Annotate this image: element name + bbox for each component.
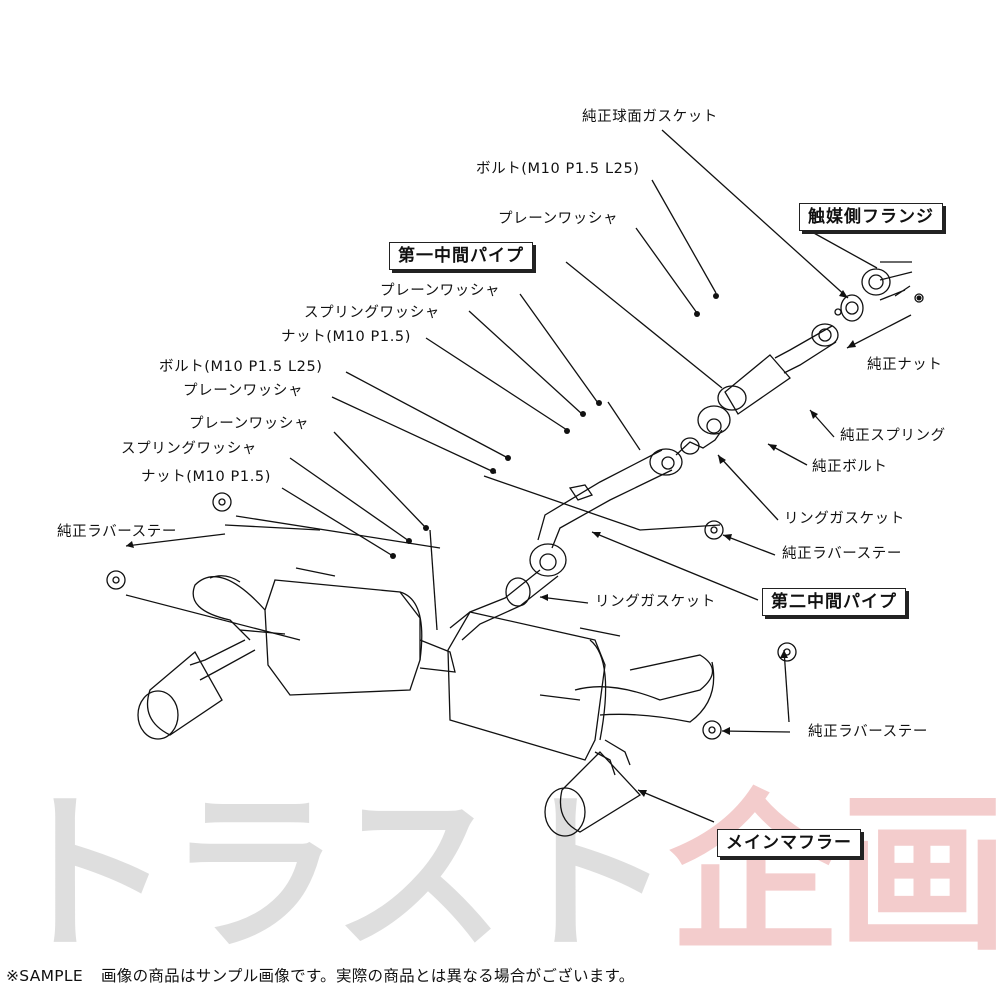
label-genuine-ball-gasket: 純正球面ガスケット	[582, 109, 718, 125]
label-main-muffler: メインマフラー	[717, 829, 861, 857]
watermark-part1: トラスト	[0, 774, 673, 975]
label-rubber-stay-right: 純正ラバーステー	[808, 724, 928, 740]
leader-lines	[125, 129, 912, 823]
label-bolt-upper: ボルト(M10 P1.5 L25)	[476, 161, 640, 177]
first-middle-pipe-drawing	[537, 261, 924, 549]
label-first-middle-pipe: 第一中間パイプ	[389, 242, 533, 270]
fastener-dots	[390, 293, 922, 559]
label-nut-lower: ナット(M10 P1.5)	[141, 469, 271, 485]
label-spring-washer-lower: スプリングワッシャ	[121, 441, 257, 457]
label-plain-washer-mid: プレーンワッシャ	[380, 283, 501, 299]
label-plain-washer-upper: プレーンワッシャ	[498, 211, 619, 227]
label-second-middle-pipe: 第二中間パイプ	[762, 588, 906, 616]
watermark-part2: 企画	[668, 774, 1000, 975]
label-rubber-stay-center: 純正ラバーステー	[782, 546, 902, 562]
label-genuine-bolt: 純正ボルト	[812, 459, 888, 475]
label-ring-gasket-upper: リングガスケット	[784, 511, 905, 527]
leader-arrows	[126, 290, 856, 797]
label-catalyst-flange: 触媒側フランジ	[799, 203, 943, 231]
label-plain-washer-lower-b: プレーンワッシャ	[189, 416, 310, 432]
watermark: トラスト企画	[0, 780, 1000, 970]
label-rubber-stay-left: 純正ラバーステー	[57, 524, 177, 540]
second-middle-pipe-drawing	[449, 543, 567, 641]
footer-note: 画像の商品はサンプル画像です。実際の商品とは異なる場合がございます。	[100, 967, 635, 985]
label-plain-washer-lower-a: プレーンワッシャ	[183, 383, 304, 399]
footer-disclaimer: ※SAMPLE 画像の商品はサンプル画像です。実際の商品とは異なる場合がございます…	[6, 964, 635, 986]
label-spring-washer-mid: スプリングワッシャ	[304, 305, 440, 321]
label-ring-gasket-lower: リングガスケット	[595, 594, 716, 610]
main-muffler-drawing	[137, 567, 715, 837]
footer-sample: ※SAMPLE	[6, 967, 83, 985]
label-genuine-spring: 純正スプリング	[840, 428, 946, 444]
rubber-stays	[106, 492, 797, 740]
label-genuine-nut: 純正ナット	[867, 357, 943, 373]
label-bolt-lower: ボルト(M10 P1.5 L25)	[159, 359, 323, 375]
label-nut-mid: ナット(M10 P1.5)	[281, 329, 411, 345]
